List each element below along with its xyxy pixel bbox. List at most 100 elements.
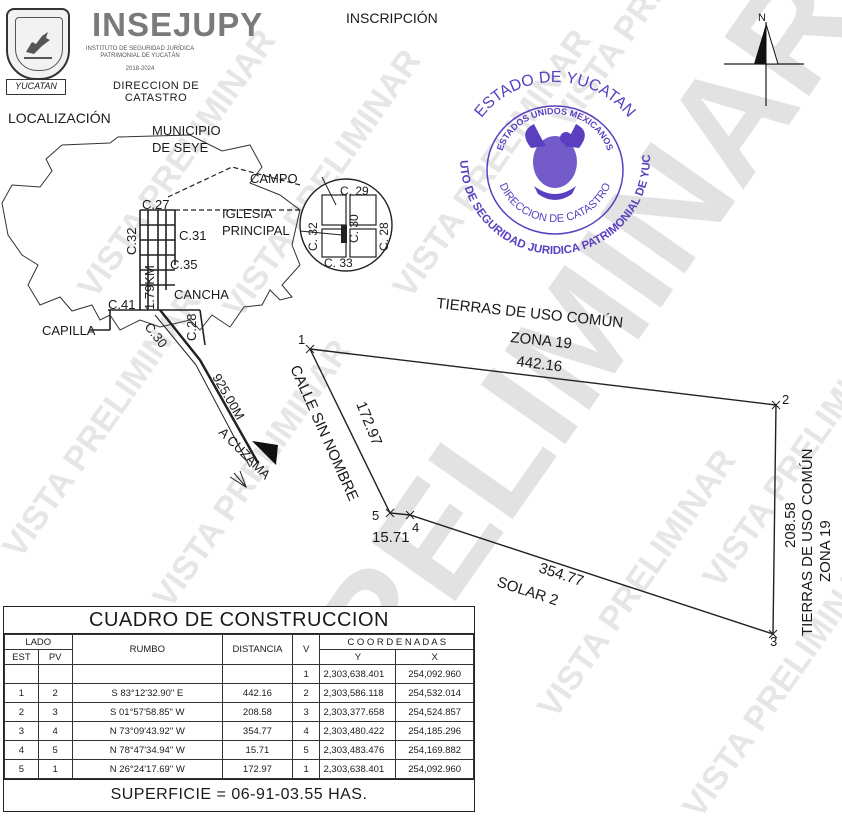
label-c31: C.31	[179, 228, 206, 243]
header-pv: PV	[37, 649, 73, 665]
label-c32: C.32	[124, 228, 139, 255]
cell-dist: 208.58	[222, 702, 293, 722]
cell-rumbo: S 01°57'58.85" W	[71, 702, 224, 722]
cell-v: 3	[291, 702, 321, 722]
detail-c29: C. 29	[340, 184, 369, 198]
label-church-1: IGLESIA	[222, 206, 273, 221]
east-neighbor-2: ZONA 19	[817, 520, 834, 582]
table-row: 4 5 N 78°47'34.94" W 15.71 5 2,303,483.4…	[4, 740, 474, 760]
header-x: X	[395, 649, 474, 665]
header-lado: LADO	[4, 634, 73, 650]
detail-c32: C. 32	[306, 222, 320, 251]
yucatan-shield-logo	[6, 8, 70, 80]
label-c30: C.30	[142, 320, 171, 351]
cell-y: 2,303,638.401	[319, 664, 397, 684]
north-arrow-icon	[754, 24, 766, 64]
cuzama-arrow-icon	[252, 441, 278, 465]
town-boundary	[1, 134, 301, 331]
table-row: 1 2,303,638.401 254,092.960	[4, 664, 474, 684]
cell-rumbo: S 83°12'32.90" E	[71, 683, 224, 703]
west-neighbor: CALLE SIN NOMBRE	[286, 363, 361, 504]
table-row: 3 4 N 73°09'43.92" W 354.77 4 2,303,480.…	[4, 721, 474, 741]
cell-pv: 3	[37, 702, 73, 722]
cell-est: 5	[4, 759, 39, 779]
cell-y: 2,303,480.422	[319, 721, 397, 741]
cell-v: 5	[291, 740, 321, 760]
cell-dist: 442.16	[222, 683, 293, 703]
label-km: 1.79KM	[142, 265, 157, 310]
north-neighbor-2: ZONA 19	[510, 329, 573, 352]
label-municipality-2: DE SEYE	[152, 140, 209, 155]
cell-y: 2,303,586.118	[319, 683, 397, 703]
header-coordenadas: C O O R D E N A D A S	[319, 634, 474, 650]
north-neighbor-1: TIERRAS DE USO COMÚN	[436, 295, 624, 332]
vertex-1: 1	[298, 332, 305, 347]
table-title: CUADRO DE CONSTRUCCION	[4, 607, 474, 634]
cell-x: 254,169.882	[395, 740, 474, 760]
construction-grid: LADO RUMBO DISTANCIA V C O O R D E N A D…	[4, 634, 474, 779]
cell-pv: 5	[37, 740, 73, 760]
cadastral-seal: ESTADO DE YUCATAN INSTITUTO DE SEGURIDAD…	[438, 62, 653, 257]
brand-years: 2018-2024	[125, 66, 155, 72]
deer-icon	[24, 32, 52, 59]
north-label: N	[758, 12, 766, 24]
detail-c33: C. 33	[324, 256, 353, 270]
plot-polygon: 1 2 3 4 5 442.16 172.97 15.71 354.77 208…	[286, 295, 834, 649]
construction-table: CUADRO DE CONSTRUCCION LADO RUMBO DISTAN…	[3, 606, 475, 812]
eagle-emblem-icon	[525, 124, 585, 200]
cell-dist: 172.97	[222, 759, 293, 779]
inscription-heading: INSCRIPCIÓN	[346, 10, 438, 26]
cell-rumbo: N 73°09'43.92" W	[71, 721, 224, 741]
brand-subtitle: INSTITUTO DE SEGURIDAD JURÍDICA PATRIMON…	[85, 46, 195, 59]
location-heading: LOCALIZACIÓN	[8, 110, 111, 126]
header-distancia: DISTANCIA	[222, 634, 293, 665]
table-row: 5 1 N 26°24'17.69" W 172.97 1 2,303,638.…	[4, 759, 474, 779]
label-dist: 925.00M	[209, 371, 247, 422]
label-church-2: PRINCIPAL	[222, 223, 290, 238]
location-map: MUNICIPIO DE SEYE CAMPO IGLESIA PRINCIPA…	[1, 123, 393, 489]
cell-est: 1	[4, 683, 39, 703]
cell-y: 2,303,483.476	[319, 740, 397, 760]
cell-x: 254,532.014	[395, 683, 474, 703]
label-c28: C.28	[184, 314, 199, 341]
detail-c28: C. 28	[377, 222, 391, 251]
cell-dist: 15.71	[222, 740, 293, 760]
cell-x: 254,092.960	[395, 759, 474, 779]
shield-label: YUCATAN	[6, 79, 66, 95]
label-cancha: CANCHA	[174, 287, 229, 302]
side-2-3: 208.58	[782, 502, 799, 548]
surface-total: SUPERFICIE = 06-91-03.55 HAS.	[4, 779, 474, 810]
cell-dist: 354.77	[222, 721, 293, 741]
vertex-4: 4	[412, 520, 419, 535]
cell-x: 254,524.857	[395, 702, 474, 722]
side-4-5: 15.71	[372, 529, 410, 546]
label-campo: CAMPO	[250, 171, 298, 186]
label-municipality-1: MUNICIPIO	[152, 123, 221, 138]
cell-pv: 4	[37, 721, 73, 741]
cell-rumbo: N 26°24'17.69" W	[71, 759, 224, 779]
shield-inner	[15, 17, 63, 71]
brand-name: INSEJUPY	[92, 6, 264, 43]
header-y: Y	[319, 649, 397, 665]
table-row: 2 3 S 01°57'58.85" W 208.58 3 2,303,377.…	[4, 702, 474, 722]
cell-v: 1	[291, 759, 321, 779]
cell-est: 4	[4, 740, 39, 760]
cell-rumbo: N 78°47'34.94" W	[71, 740, 224, 760]
cell-v: 4	[291, 721, 321, 741]
label-c41: C.41	[108, 297, 135, 312]
vertex-3: 3	[770, 634, 777, 649]
vertex-2: 2	[782, 392, 789, 407]
header-est: EST	[4, 649, 39, 665]
cell-x: 254,092.960	[395, 664, 474, 684]
cell-v: 1	[291, 664, 321, 684]
cell-est: 3	[4, 721, 39, 741]
department-name: DIRECCION DE CATASTRO	[112, 80, 200, 104]
label-capilla: CAPILLA	[42, 323, 96, 338]
label-c27: C.27	[142, 197, 169, 212]
side-1-2: 442.16	[516, 353, 564, 375]
table-row: 1 2 S 83°12'32.90" E 442.16 2 2,303,586.…	[4, 683, 474, 703]
vertex-5: 5	[372, 508, 379, 523]
cell-pv: 2	[37, 683, 73, 703]
cell-est: 2	[4, 702, 39, 722]
header-v: V	[291, 634, 321, 665]
